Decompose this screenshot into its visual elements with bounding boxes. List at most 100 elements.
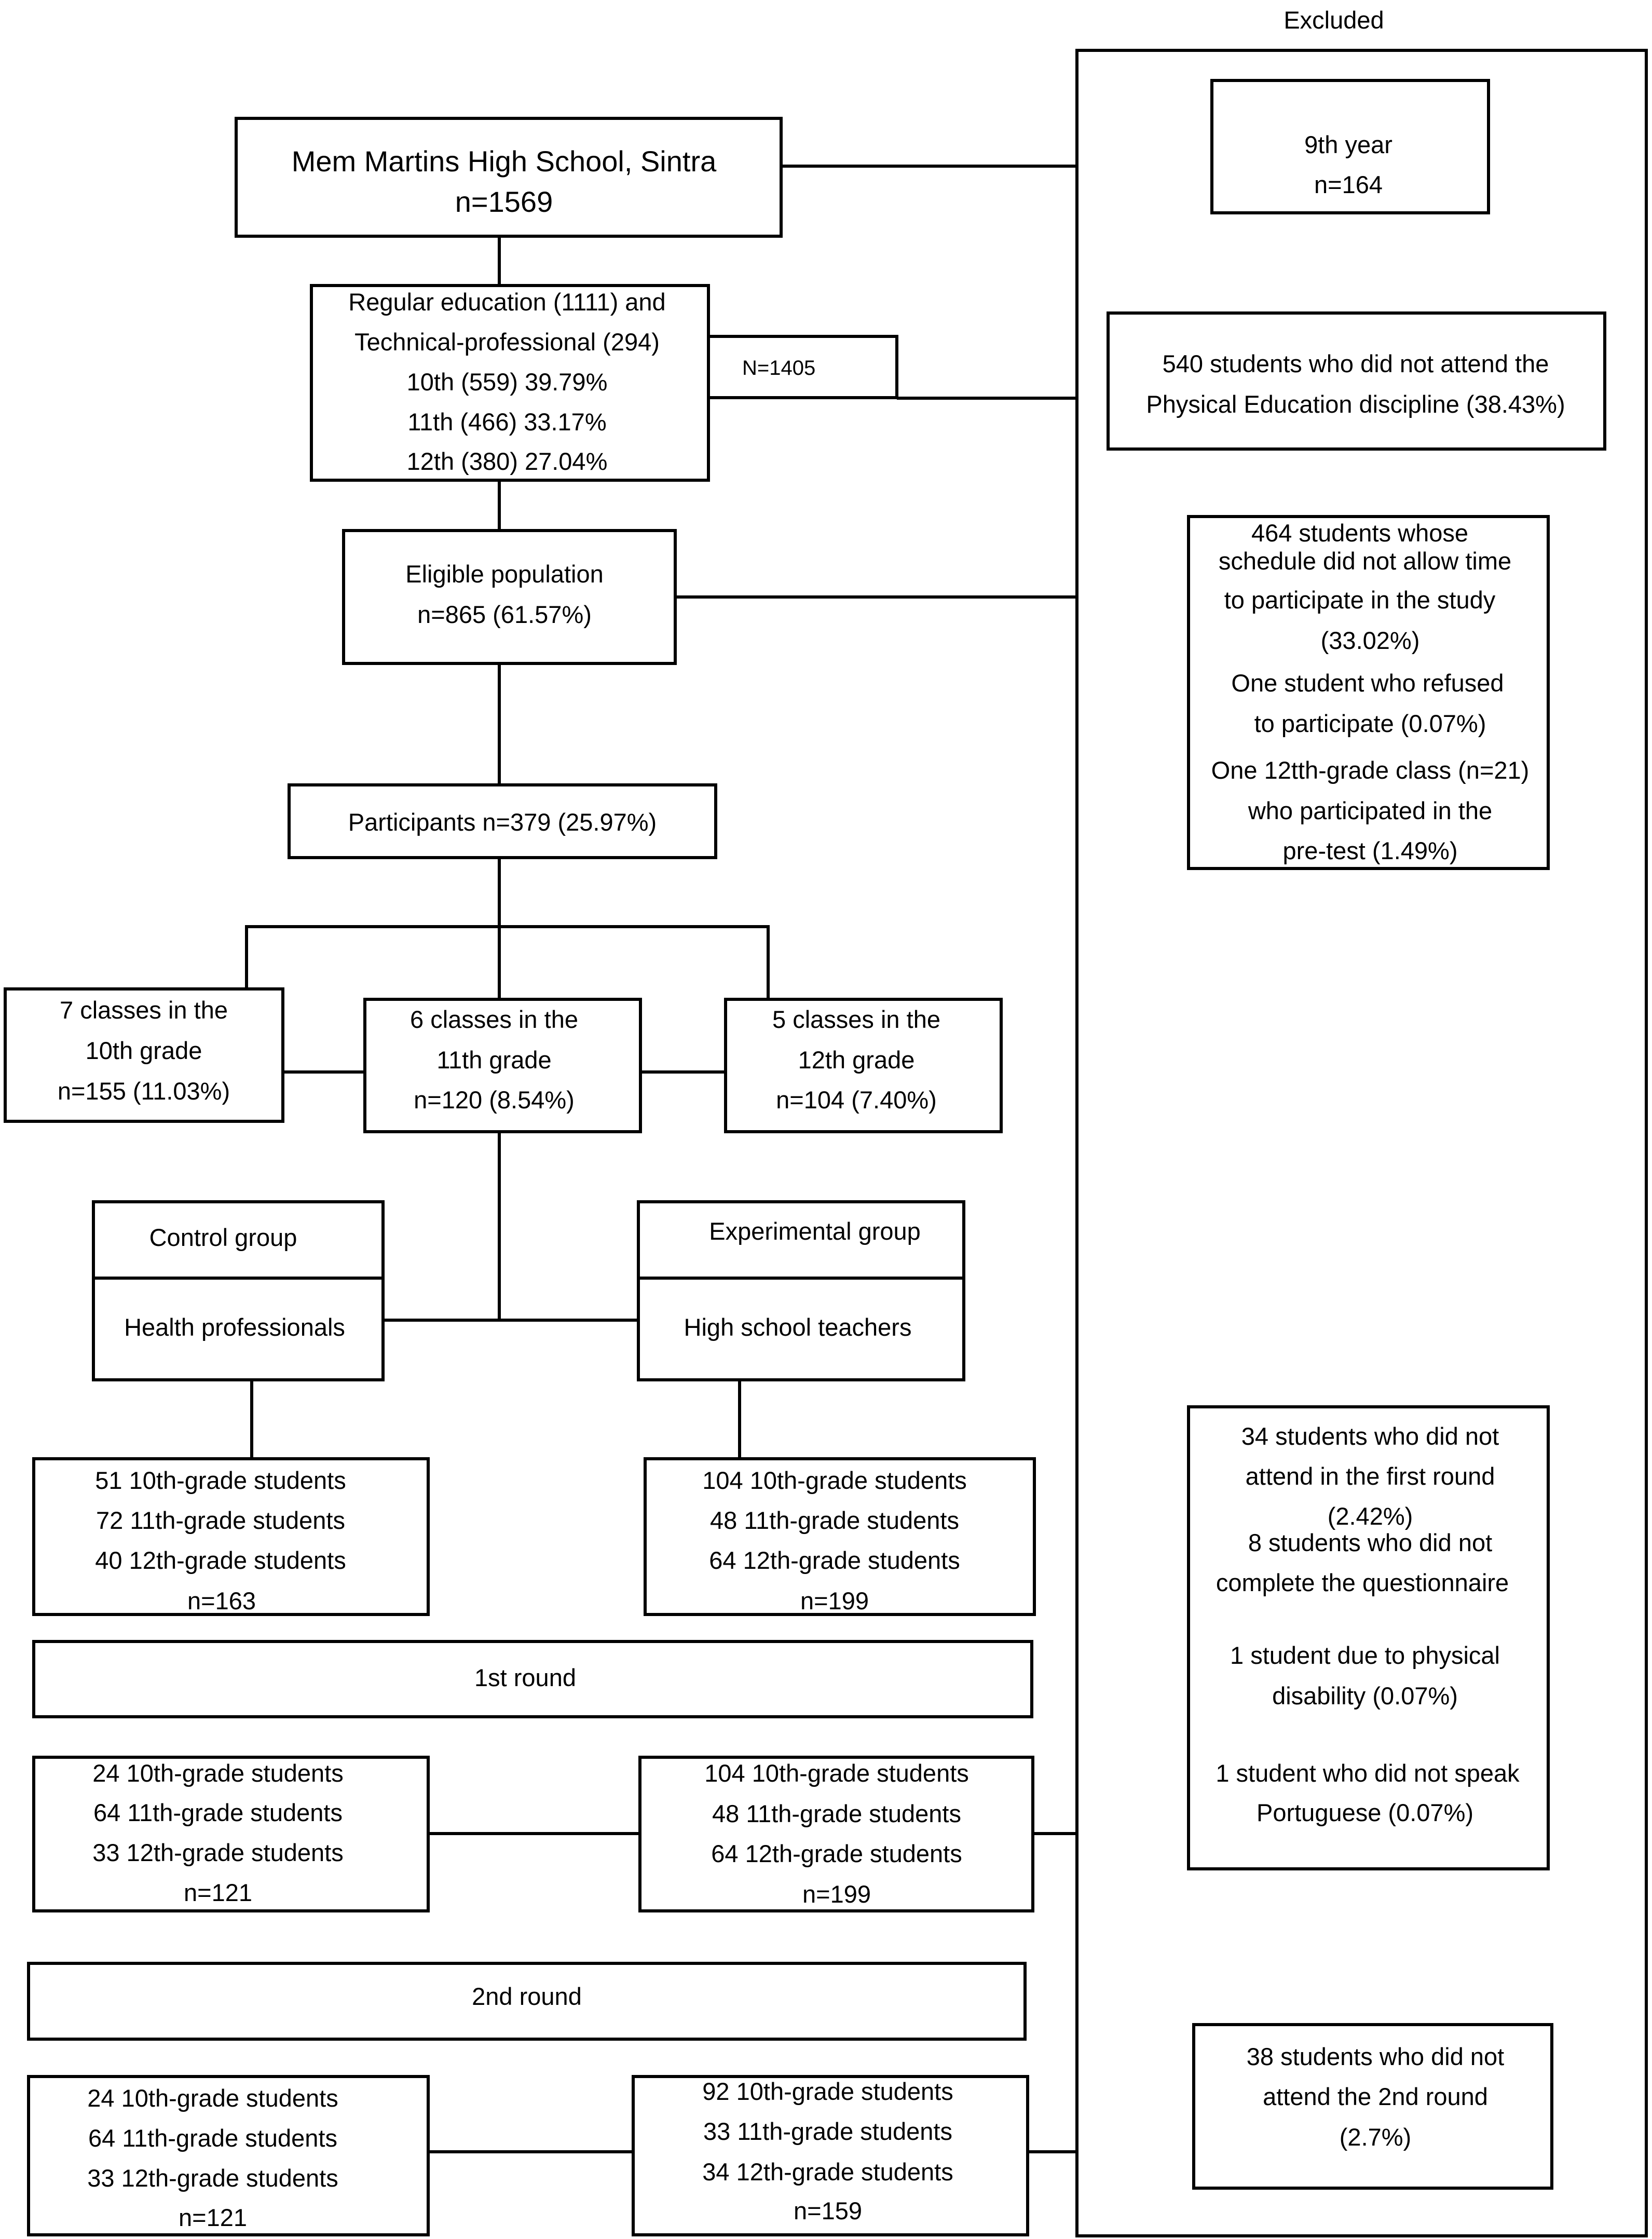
- experimental-round1-line: 64 12th-grade students: [711, 1840, 962, 1867]
- class-12th-line: n=104 (7.40%): [776, 1086, 937, 1114]
- schedule-line: to participate in the study: [1224, 586, 1496, 614]
- experimental-round2-n: n=159: [794, 2197, 862, 2224]
- no-pe-line: 540 students who did not attend the: [1163, 350, 1549, 377]
- round1-excluded-line: 34 students who did not: [1241, 1422, 1499, 1450]
- round2-banner: [27, 1962, 1027, 2041]
- experimental-group-sub: High school teachers: [684, 1313, 912, 1341]
- experimental-round1-box: [638, 1756, 1034, 1912]
- school-name: Mem Martins High School, Sintra: [292, 145, 717, 178]
- schedule-line: One student who refused: [1231, 669, 1504, 697]
- regular-line: 11th (466) 33.17%: [407, 408, 606, 436]
- control-initial-line: 40 12th-grade students: [95, 1546, 346, 1574]
- school-n: n=1569: [455, 185, 553, 218]
- experimental-round2-line: 33 11th-grade students: [703, 2118, 952, 2145]
- eligible-label: Eligible population: [405, 560, 604, 588]
- control-round1-box: [32, 1756, 430, 1912]
- eligible-box: [342, 529, 677, 665]
- experimental-initial-n: n=199: [800, 1587, 869, 1614]
- control-group-sub: Health professionals: [124, 1313, 345, 1341]
- experimental-round1-line: 48 11th-grade students: [712, 1800, 961, 1827]
- eligible-n: n=865 (61.57%): [417, 601, 592, 628]
- experimental-round1-line: 104 10th-grade students: [704, 1759, 969, 1787]
- control-group-title: Control group: [149, 1224, 297, 1251]
- participants-label: Participants n=379 (25.97%): [348, 808, 657, 836]
- experimental-round1-n: n=199: [802, 1880, 871, 1908]
- ninth-year-n: n=164: [1314, 171, 1383, 198]
- round1-excluded-line: Portuguese (0.07%): [1257, 1799, 1473, 1826]
- control-round2-line: 33 12th-grade students: [87, 2164, 338, 2192]
- round1-excluded-line: attend in the first round: [1246, 1462, 1495, 1490]
- control-initial-box: [32, 1457, 430, 1616]
- round1-excluded-line: disability (0.07%): [1272, 1682, 1458, 1709]
- control-round1-line: 24 10th-grade students: [92, 1759, 343, 1787]
- excluded-header: Excluded: [1284, 6, 1384, 34]
- class-12th-box: [724, 998, 1003, 1133]
- schedule-line: 464 students whose: [1251, 519, 1468, 547]
- regular-line: Regular education (1111) and: [348, 288, 665, 316]
- schedule-line: schedule did not allow time: [1219, 547, 1511, 575]
- round1-excluded-line: 1 student due to physical: [1230, 1641, 1500, 1669]
- control-round1-n: n=121: [184, 1879, 252, 1906]
- ninth-year-box: [1210, 79, 1490, 214]
- control-group-box: [92, 1200, 385, 1381]
- schedule-line: to participate (0.07%): [1254, 710, 1486, 737]
- round1-excluded-line: 8 students who did not: [1248, 1529, 1492, 1556]
- class-11th-line: 6 classes in the: [410, 1006, 578, 1033]
- schedule-line: One 12tth-grade class (n=21): [1211, 756, 1530, 784]
- round1-banner: [32, 1640, 1033, 1718]
- class-12th-line: 5 classes in the: [772, 1006, 940, 1033]
- class-11th-line: n=120 (8.54%): [414, 1086, 575, 1114]
- class-10th-box: [4, 987, 284, 1123]
- class-10th-line: 7 classes in the: [60, 996, 228, 1024]
- schedule-line: who participated in the: [1248, 797, 1492, 824]
- n1405-label: N=1405: [742, 357, 815, 379]
- excluded-round2-box: [1192, 2023, 1553, 2190]
- schedule-line: pre-test (1.49%): [1283, 837, 1458, 864]
- class-11th-line: 11th grade: [436, 1046, 551, 1074]
- experimental-initial-line: 104 10th-grade students: [702, 1467, 967, 1494]
- round2-label: 2nd round: [472, 1983, 582, 2010]
- ninth-year-label: 9th year: [1304, 131, 1392, 158]
- class-10th-line: n=155 (11.03%): [58, 1077, 230, 1105]
- experimental-initial-line: 64 12th-grade students: [709, 1546, 960, 1574]
- school-box: [235, 117, 783, 238]
- excluded-schedule-box: [1187, 515, 1550, 870]
- round2-excluded-line: (2.7%): [1340, 2123, 1411, 2151]
- excluded-round1-box: [1187, 1405, 1550, 1870]
- round2-excluded-line: attend the 2nd round: [1263, 2083, 1488, 2110]
- regular-line: Technical-professional (294): [354, 328, 660, 356]
- round1-excluded-line: (2.42%): [1328, 1502, 1413, 1530]
- experimental-round2-line: 92 10th-grade students: [702, 2078, 953, 2105]
- round1-excluded-line: complete the questionnaire: [1216, 1569, 1509, 1596]
- experimental-group-title: Experimental group: [709, 1217, 921, 1245]
- n1405-box: [707, 335, 898, 399]
- participants-box: [288, 783, 717, 859]
- control-round2-n: n=121: [179, 2204, 247, 2231]
- class-10th-line: 10th grade: [86, 1037, 202, 1064]
- round1-excluded-line: 1 student who did not speak: [1216, 1759, 1520, 1787]
- regular-line: 12th (380) 27.04%: [407, 447, 608, 475]
- control-initial-line: 72 11th-grade students: [96, 1507, 345, 1534]
- schedule-line: (33.02%): [1321, 627, 1420, 654]
- class-11th-box: [363, 998, 642, 1133]
- no-pe-line: Physical Education discipline (38.43%): [1146, 390, 1565, 418]
- round1-label: 1st round: [474, 1664, 576, 1691]
- regular-education-box: [310, 284, 710, 482]
- experimental-group-box: [637, 1200, 965, 1381]
- round2-excluded-line: 38 students who did not: [1247, 2043, 1504, 2070]
- control-round1-line: 33 12th-grade students: [92, 1839, 343, 1866]
- experimental-round2-line: 34 12th-grade students: [702, 2158, 953, 2186]
- experimental-initial-line: 48 11th-grade students: [710, 1507, 959, 1534]
- control-initial-n: n=163: [187, 1587, 256, 1614]
- control-round2-line: 64 11th-grade students: [88, 2124, 337, 2152]
- control-initial-line: 51 10th-grade students: [95, 1467, 346, 1494]
- control-round2-line: 24 10th-grade students: [87, 2084, 338, 2112]
- control-round1-line: 64 11th-grade students: [93, 1799, 343, 1826]
- experimental-initial-box: [644, 1457, 1036, 1616]
- control-round2-box: [27, 2075, 430, 2236]
- experimental-round2-box: [632, 2075, 1029, 2236]
- connector-classes-branch: [245, 925, 770, 999]
- regular-line: 10th (559) 39.79%: [407, 368, 608, 396]
- class-12th-line: 12th grade: [798, 1046, 915, 1074]
